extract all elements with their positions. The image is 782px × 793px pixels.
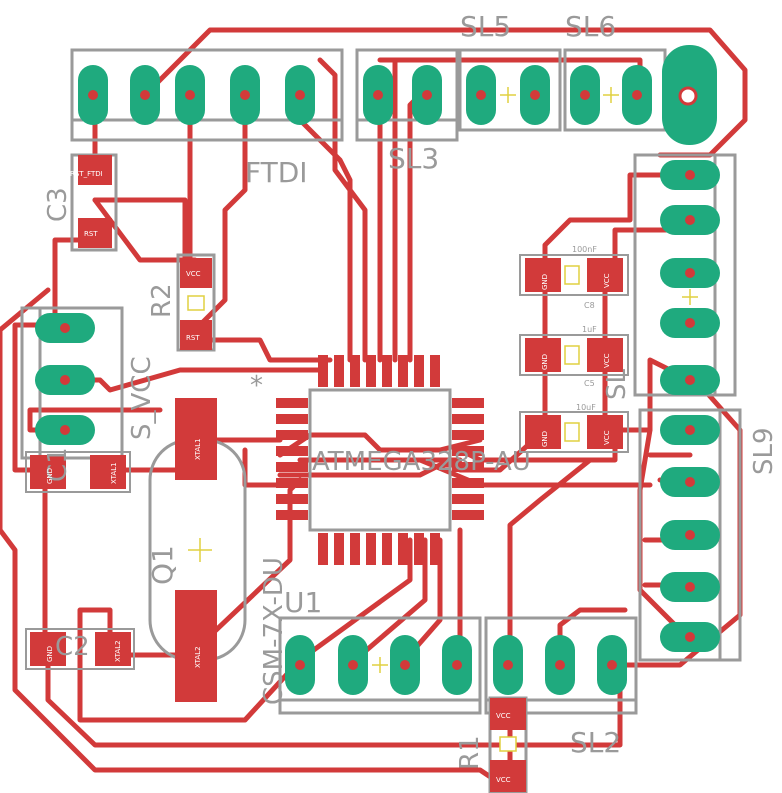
pad-label-xtal2-q1: XTAL2 bbox=[194, 646, 202, 668]
value-c4: 10uF bbox=[576, 403, 596, 412]
label-u1: U1 bbox=[284, 586, 322, 619]
trace bbox=[507, 457, 593, 663]
trace bbox=[62, 367, 323, 393]
crystal-pad-1 bbox=[175, 398, 217, 480]
sl3-outline bbox=[355, 48, 459, 142]
label-c3: C3 bbox=[43, 187, 73, 222]
pad-label-vcc-c8: VCC bbox=[603, 273, 611, 288]
label-sl6: SL6 bbox=[565, 10, 616, 43]
copper-traces bbox=[0, 27, 748, 793]
trace bbox=[77, 607, 303, 723]
trace bbox=[407, 92, 423, 363]
pad-label-rst: RST bbox=[84, 230, 98, 238]
label-sl2: SL2 bbox=[570, 726, 621, 759]
label-svcc: S_VCC bbox=[127, 356, 157, 440]
trace bbox=[542, 172, 693, 273]
pad-label-gnd-c4: GND bbox=[541, 431, 549, 447]
origin-markers bbox=[188, 87, 698, 673]
trace bbox=[52, 237, 98, 328]
label-sl9: SL9 bbox=[749, 427, 779, 475]
label-q1: Q1 bbox=[146, 545, 179, 585]
pad-label-vcc-c4: VCC bbox=[603, 430, 611, 445]
pad-label-xtal1-q1: XTAL1 bbox=[194, 438, 202, 460]
trace bbox=[637, 357, 693, 643]
label-sl3: SL3 bbox=[388, 142, 439, 175]
trace bbox=[45, 637, 623, 748]
trace bbox=[92, 197, 188, 263]
trace bbox=[317, 57, 368, 363]
sl2-outline bbox=[484, 616, 638, 715]
sl1-outline bbox=[278, 616, 482, 715]
label-sl5: SL5 bbox=[460, 10, 511, 43]
pad-label-vcc-c5: VCC bbox=[603, 353, 611, 368]
mounting-hole bbox=[678, 86, 698, 106]
label-r2: R2 bbox=[147, 283, 177, 318]
label-star: * bbox=[250, 371, 263, 401]
label-c5: C5 bbox=[584, 379, 595, 388]
pad-label-gnd-c8: GND bbox=[541, 274, 549, 290]
through-hole-pads bbox=[35, 45, 720, 695]
label-r1: R1 bbox=[455, 735, 485, 770]
value-c8: 100nF bbox=[572, 245, 597, 254]
trace bbox=[352, 537, 428, 663]
trace bbox=[192, 337, 333, 363]
pad-label-gnd-c1: GND bbox=[46, 468, 54, 484]
value-c5: 1uF bbox=[582, 325, 597, 334]
pad-name-labels: RST_FTDI RST VCC RST VCC VCC GND XTAL1 G… bbox=[46, 170, 611, 784]
trace bbox=[297, 537, 413, 663]
smd-components bbox=[25, 155, 629, 792]
label-ftdi: FTDI bbox=[245, 156, 308, 189]
pad-label-xtal2-c2: XTAL2 bbox=[114, 640, 122, 662]
pad-label-rst-r2: RST bbox=[186, 334, 200, 342]
pad-label-vcc-r1a: VCC bbox=[496, 712, 511, 720]
sl5-outline bbox=[458, 48, 562, 132]
pad-label-vcc-r1b: VCC bbox=[496, 776, 511, 784]
label-c8: C8 bbox=[584, 301, 595, 310]
pad-label-rst-ftdi: RST_FTDI bbox=[70, 170, 103, 178]
pad-label-xtal1-c1: XTAL1 bbox=[110, 462, 118, 484]
crystal-pad-2 bbox=[175, 590, 217, 702]
ftdi-outline bbox=[70, 48, 344, 142]
label-c2: C2 bbox=[55, 632, 90, 662]
label-c1: C1 bbox=[43, 447, 73, 482]
trace bbox=[0, 287, 513, 793]
sl9-bottom-outline bbox=[638, 408, 742, 662]
label-csm: CSM-7X-DU bbox=[259, 557, 289, 705]
pad-label-vcc-r2: VCC bbox=[186, 270, 201, 278]
label-chip: ATMEGA328P-AU bbox=[312, 447, 531, 477]
trace bbox=[242, 447, 283, 488]
trace bbox=[192, 92, 248, 333]
pad-label-gnd-c5: GND bbox=[541, 354, 549, 370]
label-sl-right: SL bbox=[602, 368, 632, 400]
chip-outline bbox=[308, 388, 452, 532]
svcc-outline bbox=[20, 306, 124, 460]
pad-label-gnd-c2: GND bbox=[46, 646, 54, 662]
silkscreen-labels: SL5 SL6 FTDI SL3 C3 R2 S_VCC SL9 SL C1 Q… bbox=[43, 10, 779, 770]
